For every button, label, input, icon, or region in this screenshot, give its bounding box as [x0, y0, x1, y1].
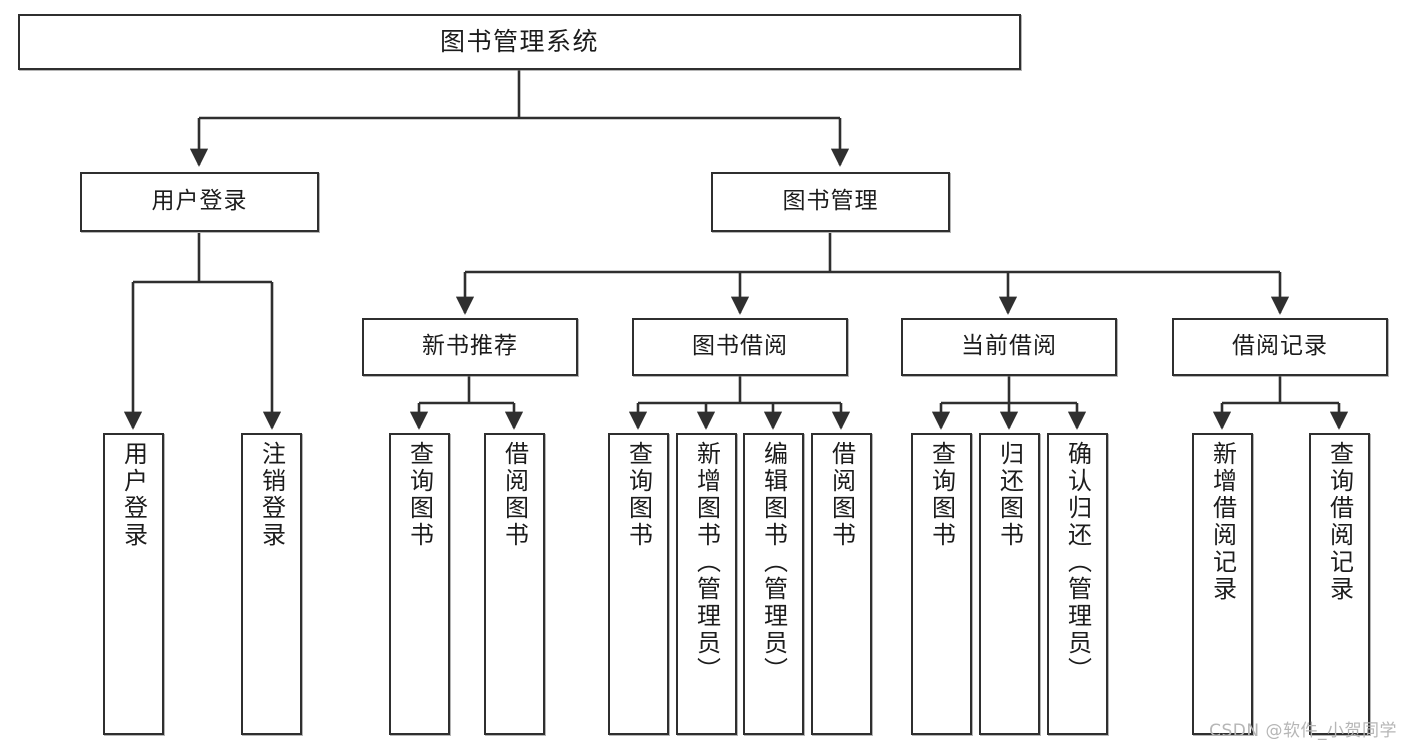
- node-leaf-borrow-book-2-label: 借阅图书: [827, 441, 856, 549]
- node-book-manage-label: 图书管理: [782, 188, 879, 215]
- node-user-login[interactable]: 用户登录: [80, 172, 319, 232]
- node-leaf-query-book-2-label: 查询图书: [624, 441, 653, 549]
- node-leaf-add-record-label: 新增借阅记录: [1208, 441, 1237, 603]
- node-leaf-add-record[interactable]: 新增借阅记录: [1192, 433, 1253, 735]
- node-leaf-user-login[interactable]: 用户登录: [103, 433, 164, 735]
- node-current-borrow-label: 当前借阅: [961, 333, 1057, 360]
- node-book-manage[interactable]: 图书管理: [711, 172, 950, 232]
- node-leaf-query-book-3[interactable]: 查询图书: [911, 433, 972, 735]
- node-leaf-query-book-3-label: 查询图书: [927, 441, 956, 549]
- node-leaf-query-book-2[interactable]: 查询图书: [608, 433, 669, 735]
- watermark: CSDN @软件_小贺同学: [1209, 721, 1397, 741]
- node-leaf-confirm-return[interactable]: 确认归还（管理员）: [1047, 433, 1108, 735]
- node-borrow-record-label: 借阅记录: [1232, 333, 1328, 360]
- node-new-book-recommend[interactable]: 新书推荐: [362, 318, 578, 376]
- node-leaf-add-book[interactable]: 新增图书（管理员）: [676, 433, 737, 735]
- node-leaf-confirm-return-label: 确认归还（管理员）: [1063, 441, 1092, 684]
- node-leaf-query-book-1[interactable]: 查询图书: [389, 433, 450, 735]
- node-book-borrow[interactable]: 图书借阅: [632, 318, 848, 376]
- node-leaf-query-book-1-label: 查询图书: [405, 441, 434, 549]
- node-borrow-record[interactable]: 借阅记录: [1172, 318, 1388, 376]
- node-leaf-user-login-label: 用户登录: [119, 441, 148, 549]
- node-leaf-query-record[interactable]: 查询借阅记录: [1309, 433, 1370, 735]
- node-leaf-return-book-label: 归还图书: [995, 441, 1024, 549]
- node-leaf-edit-book-label: 编辑图书（管理员）: [759, 441, 788, 684]
- node-leaf-edit-book[interactable]: 编辑图书（管理员）: [743, 433, 804, 735]
- node-new-book-recommend-label: 新书推荐: [422, 333, 518, 360]
- node-current-borrow[interactable]: 当前借阅: [901, 318, 1117, 376]
- node-leaf-borrow-book-1-label: 借阅图书: [500, 441, 529, 549]
- node-leaf-logout-label: 注销登录: [257, 441, 286, 549]
- node-root[interactable]: 图书管理系统: [18, 14, 1021, 70]
- node-leaf-logout[interactable]: 注销登录: [241, 433, 302, 735]
- node-leaf-return-book[interactable]: 归还图书: [979, 433, 1040, 735]
- node-root-label: 图书管理系统: [439, 27, 599, 57]
- node-leaf-query-record-label: 查询借阅记录: [1325, 441, 1354, 603]
- node-book-borrow-label: 图书借阅: [692, 333, 788, 360]
- node-leaf-borrow-book-1[interactable]: 借阅图书: [484, 433, 545, 735]
- node-leaf-borrow-book-2[interactable]: 借阅图书: [811, 433, 872, 735]
- node-user-login-label: 用户登录: [151, 188, 248, 215]
- node-leaf-add-book-label: 新增图书（管理员）: [692, 441, 721, 684]
